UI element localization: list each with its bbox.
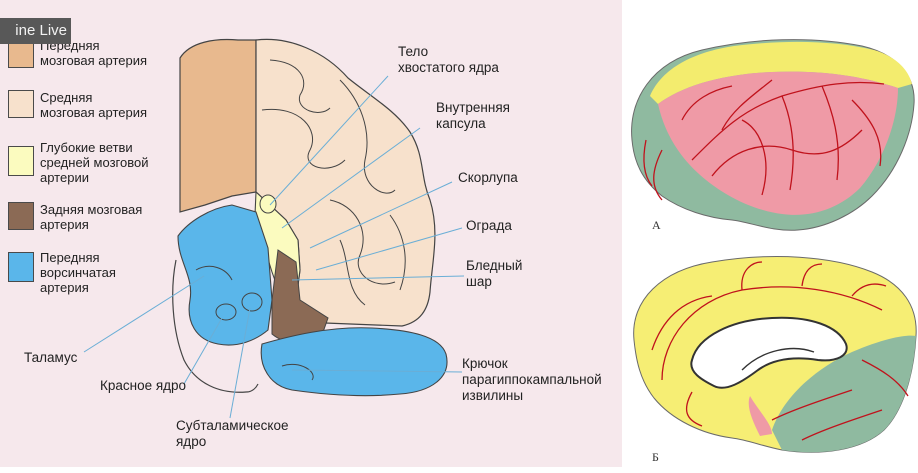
uncus-region [260, 327, 448, 397]
legend-label-achoa: Передняя ворсинчатая артерия [40, 250, 116, 295]
lateral-yellow-band [650, 41, 912, 104]
label-caudate-line2: хвостатого ядра [398, 60, 499, 75]
label-capsule-line1: Внутренняя [436, 100, 510, 115]
figure-label-a: А [652, 218, 661, 232]
thalamus-fold [195, 265, 233, 281]
aca-territory [179, 38, 257, 213]
mca-territory [255, 38, 436, 327]
legend-pca-line1: Задняя мозговая [40, 202, 143, 217]
label-red-nucleus: Красное ядро [100, 378, 187, 393]
medial-vessels [651, 261, 909, 441]
thalamus-region [177, 204, 273, 346]
legend-achoa-line3: артерия [40, 280, 89, 295]
legend-achoa-line1: Передняя [40, 250, 100, 265]
medial-green-territory [772, 335, 916, 453]
live-badge: ine Live [0, 18, 71, 44]
thalamic-contour [741, 347, 815, 371]
label-pallidus-line1: Бледный [466, 258, 523, 273]
label-subthalamic-line2: ядро [176, 434, 207, 449]
sulcus-4 [329, 199, 396, 285]
legend-aca-line2: мозговая артерия [40, 53, 148, 68]
callout-lines [83, 75, 465, 419]
legend-deep-line1: Глубокие ветви [40, 140, 133, 155]
lateral-red-territory [658, 71, 898, 215]
legend-pca-line2: артерия [40, 217, 89, 232]
uncus-fold [281, 364, 314, 381]
sulcus-5 [339, 239, 366, 306]
legend-swatch-pca [8, 202, 34, 230]
label-claustrum: Ограда [466, 218, 512, 233]
legend-label-mca: Средняя мозговая артерия [40, 90, 147, 120]
legend-mca-line2: мозговая артерия [40, 105, 148, 120]
brain-surface-figures: А Б [622, 0, 918, 473]
legend-swatch-aca [8, 42, 34, 68]
coronal-section-drawing [83, 38, 465, 419]
brain-surface-drawing [631, 39, 917, 453]
label-internal-capsule: Внутренняя капсула [436, 100, 510, 132]
medial-brain-view [633, 256, 917, 453]
legend-swatch-deep [8, 146, 34, 176]
label-uncus: Крючок парагиппокампальной извилины [462, 356, 602, 404]
label-subthalamic: Субталамическое ядро [176, 418, 289, 450]
label-uncus-line3: извилины [462, 388, 524, 403]
legend-achoa-line2: ворсинчатая [40, 265, 116, 280]
label-pallidus-line2: шар [466, 274, 492, 289]
label-putamen: Скорлупа [458, 170, 518, 185]
legend-swatch-mca [8, 90, 34, 118]
legend-label-pca: Задняя мозговая артерия [40, 202, 142, 232]
legend-mca-line1: Средняя [40, 90, 93, 105]
label-capsule-line2: капсула [436, 116, 486, 131]
sulcus-2 [261, 108, 346, 169]
legend-swatch-achoa [8, 252, 34, 282]
hemisphere-contour [172, 259, 259, 393]
legend-deep-line2: средней мозговой [40, 155, 149, 170]
legend-deep-line3: артерии [40, 170, 89, 185]
figure-label-b: Б [652, 450, 659, 464]
sulcus-6 [389, 214, 406, 291]
label-uncus-line1: Крючок [462, 356, 508, 371]
caudate-body [259, 194, 277, 214]
lateral-brain-view [631, 39, 915, 231]
red-nucleus [215, 303, 237, 321]
lateral-vessels [643, 79, 885, 201]
sulcus-1 [269, 59, 331, 113]
label-thalamus: Таламус [24, 350, 78, 365]
subthalamic-nucleus [241, 292, 263, 312]
sulcus-3 [339, 79, 396, 194]
medial-pink-territory [748, 396, 772, 436]
label-caudate-line1: Тело [398, 44, 429, 59]
label-caudate: Тело хвостатого ядра [398, 44, 499, 76]
legend-label-deep: Глубокие ветви средней мозговой артерии [40, 140, 148, 185]
label-uncus-line2: парагиппокампальной [462, 372, 602, 387]
coronal-section-panel: Передняя мозговая артерия Средняя мозгов… [0, 0, 622, 467]
label-subthalamic-line1: Субталамическое [176, 418, 289, 433]
label-globus-pallidus: Бледный шар [466, 258, 522, 290]
